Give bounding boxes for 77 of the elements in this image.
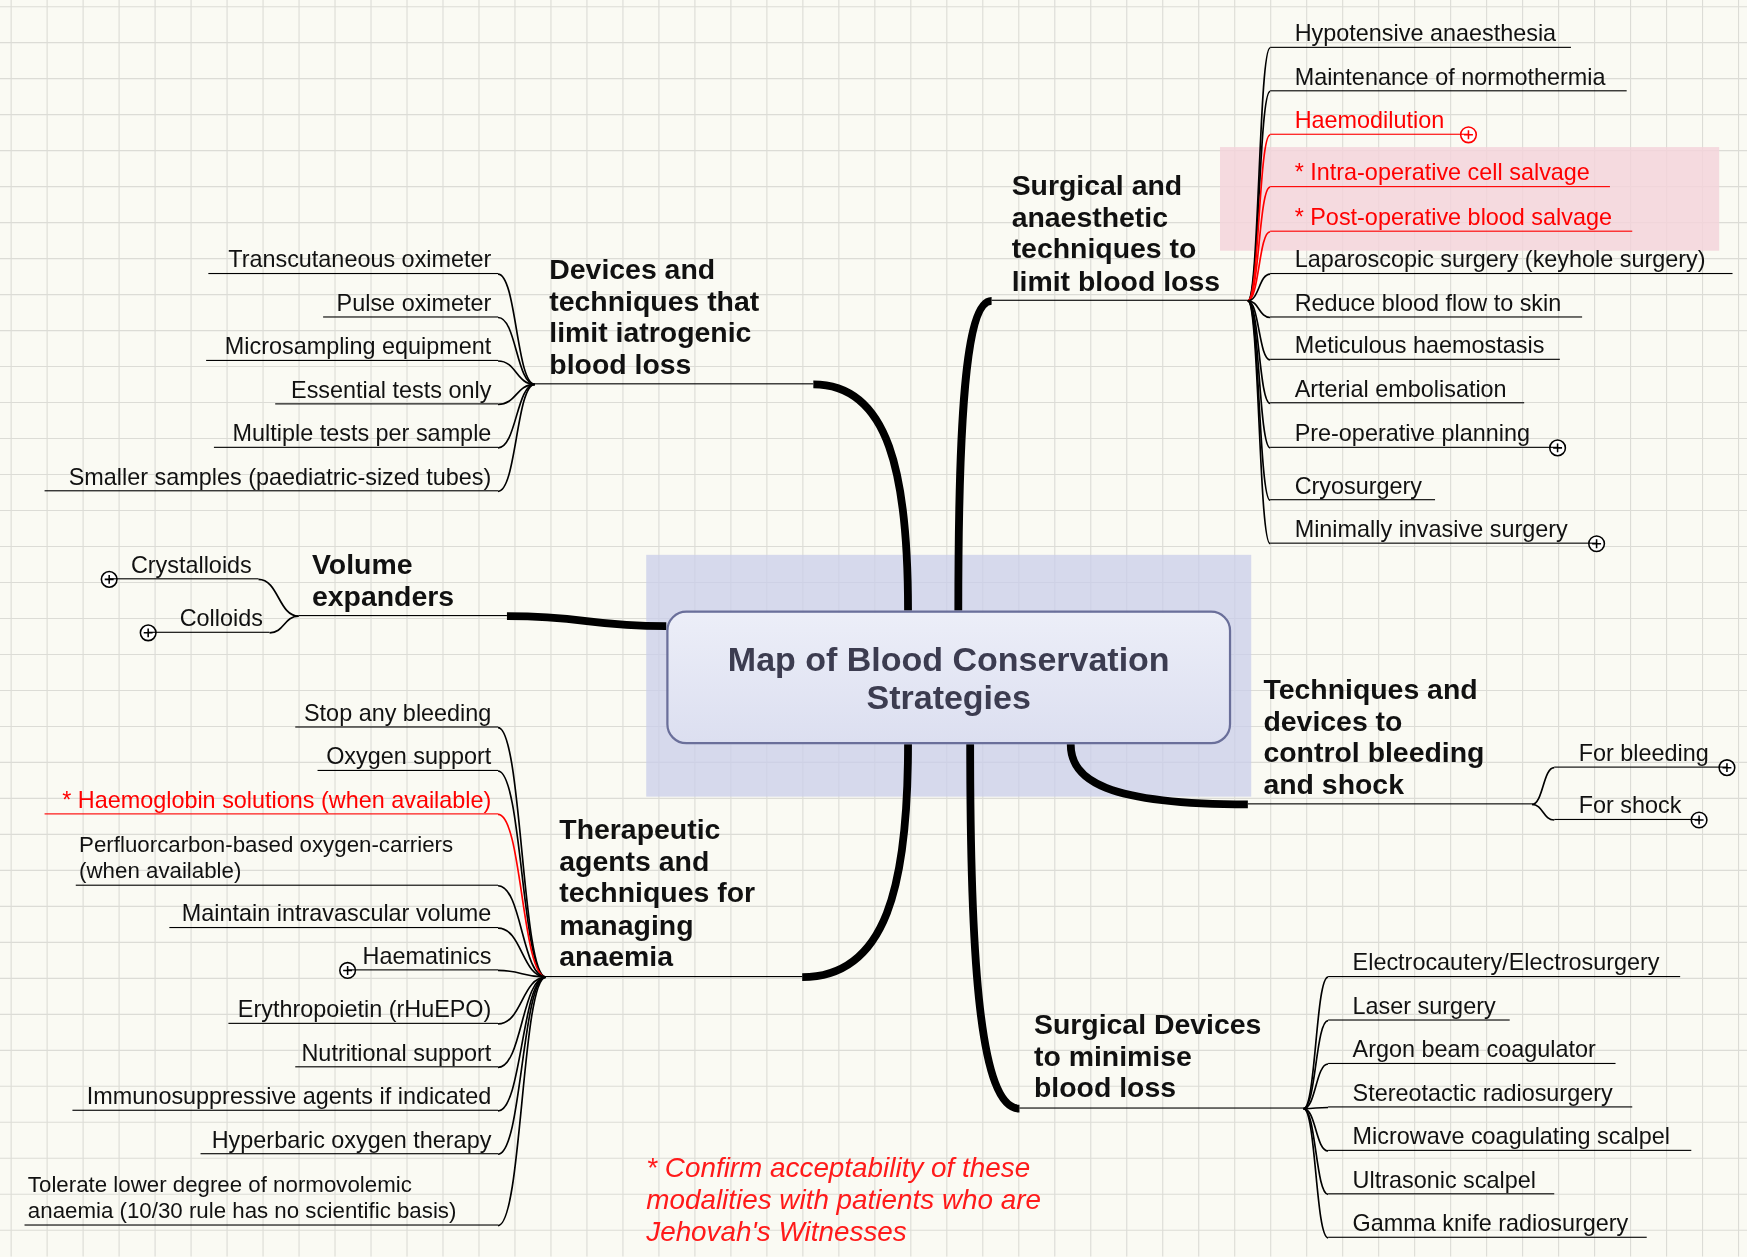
connector-line: [1247, 300, 1271, 319]
connector-line: [1302, 976, 1329, 1110]
subtopic-label: * Haemoglobin solutions (when available): [44, 786, 499, 815]
subtopic-label: Smaller samples (paediatric-sized tubes): [44, 463, 499, 492]
connector-line: [1302, 1107, 1329, 1239]
branch-topic-label: Techniques and devices to control bleeding and shock: [1247, 672, 1532, 805]
subtopic-label: Crystalloids: [109, 551, 259, 580]
connector-line: [1247, 230, 1271, 302]
main-branch-line: [954, 297, 994, 611]
subtopic-label: Reduce blood flow to skin: [1270, 289, 1583, 318]
subtopic-label: For shock: [1554, 792, 1700, 820]
connector-line: [497, 976, 547, 1025]
subtopic-label: Oxygen support: [317, 743, 499, 771]
subtopic-label: Electrocautery/Electrosurgery: [1328, 949, 1681, 978]
subtopic-label: Argon beam coagulator: [1328, 1036, 1616, 1064]
subtopic-label: Cryosurgery: [1270, 472, 1436, 501]
subtopic-label: Ultrasonic scalpel: [1328, 1166, 1555, 1195]
main-branch-line: [1066, 743, 1248, 809]
branch-topic-label: Volume expanders: [298, 548, 507, 617]
connector-line: [257, 578, 300, 617]
subtopic-label: Laparoscopic surgery (keyhole surgery): [1270, 246, 1733, 275]
subtopic-label: Erythropoietin (rHuEPO): [228, 996, 499, 1024]
connector-line: [497, 383, 536, 493]
subtopic-label: Maintain intravascular volume: [169, 900, 499, 929]
subtopic-label: Hyperbaric oxygen therapy: [200, 1126, 499, 1155]
connector-line: [1247, 300, 1271, 361]
connector-line: [497, 360, 536, 386]
branch-topic-label: Therapeutic agents and techniques for managing anaemia: [545, 813, 803, 977]
subtopic-label: Transcutaneous oximeter: [208, 246, 499, 275]
subtopic-label: Pulse oximeter: [323, 289, 499, 318]
subtopic-label: Multiple tests per sample: [213, 420, 499, 448]
subtopic-label: Perfluorcarbon-based oxygen-carriers (when available): [75, 832, 499, 886]
subtopic-label: Essential tests only: [275, 376, 499, 405]
subtopic-label: Tolerate lower degree of normovolemic anaemia (10/30 rule has no scientific basis): [24, 1172, 499, 1226]
subtopic-label: Microsampling equipment: [206, 333, 499, 361]
subtopic-label: Nutritional support: [295, 1039, 499, 1068]
connector-line: [1247, 300, 1271, 449]
connector-line: [1247, 273, 1271, 302]
connector-line: [268, 615, 300, 634]
subtopic-label: Gamma knife radiosurgery: [1328, 1210, 1647, 1238]
connector-line: [497, 976, 547, 1227]
subtopic-label: Hypotensive anaesthesia: [1270, 20, 1571, 48]
connector-line: [1247, 300, 1271, 545]
subtopic-label: Haemodilution: [1270, 106, 1469, 135]
main-branch-line: [812, 380, 912, 611]
subtopic-label: Haematinics: [347, 942, 499, 971]
subtopic-label: * Post-operative blood salvage: [1270, 203, 1633, 232]
subtopic-label: Pre-operative planning: [1270, 420, 1558, 448]
subtopic-label: Immunosuppressive agents if indicated: [72, 1082, 499, 1111]
subtopic-label: Microwave coagulating scalpel: [1328, 1123, 1692, 1151]
connector-line: [497, 813, 547, 978]
connector-line: [1531, 766, 1556, 806]
main-branch-line: [966, 744, 1021, 1113]
branch-topic-label: Surgical and anaesthetic techniques to limit blood loss: [991, 169, 1248, 301]
subtopic-label: For bleeding: [1554, 739, 1727, 768]
main-branch-line: [801, 744, 912, 981]
connector-line: [1247, 133, 1271, 302]
main-branch-line: [506, 612, 667, 631]
connector-line: [1302, 1019, 1329, 1110]
branch-topic-label: Devices and techniques that limit iatrogenic blood loss: [534, 252, 814, 385]
subtopic-label: Meticulous haemostasis: [1270, 332, 1560, 360]
subtopic-label: Arterial embolisation: [1270, 375, 1525, 404]
central-topic-box: Map of Blood Conservation Strategies: [666, 610, 1232, 745]
subtopic-label: Minimally invasive surgery: [1270, 515, 1597, 544]
subtopic-label: Colloids: [148, 605, 270, 633]
connector-line: [1302, 1063, 1329, 1110]
branch-topic-label: Surgical Devices to minimise blood loss: [1019, 1008, 1304, 1109]
subtopic-label: * Intra-operative cell salvage: [1270, 159, 1610, 188]
subtopic-label: Laser surgery: [1328, 992, 1510, 1021]
connector-line: [1247, 47, 1271, 302]
connector-line: [1531, 803, 1556, 821]
subtopic-label: Maintenance of normothermia: [1270, 63, 1627, 92]
subtopic-label: Stereotactic radiosurgery: [1328, 1079, 1633, 1108]
footnote: * Confirm acceptability of these modalities with patients who are Jehovah's Witnesses: [646, 1150, 1043, 1248]
connector-line: [1247, 300, 1271, 502]
subtopic-label: Stop any bleeding: [295, 699, 499, 728]
connector-line: [1302, 1107, 1329, 1196]
